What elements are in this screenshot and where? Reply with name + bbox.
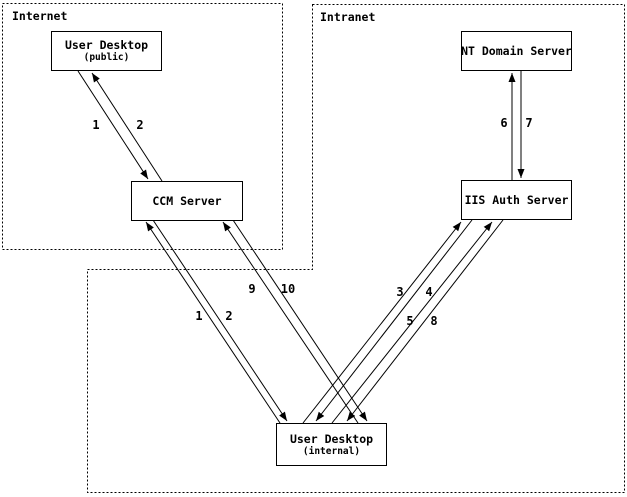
node-ccm-server: CCM Server — [131, 181, 243, 221]
arrow-step10-ccm-to-internal-desktop — [232, 219, 368, 422]
step-label-4: 4 — [425, 285, 433, 299]
node-title: User Desktop — [289, 431, 374, 446]
node-subtitle: (internal) — [302, 445, 361, 457]
node-title: CCM Server — [152, 193, 222, 208]
step-label-5: 5 — [406, 314, 414, 328]
arrow-step5-internal-desktop-to-iis — [331, 221, 493, 424]
arrow-step1-internal-desktop-to-ccm — [145, 221, 281, 424]
intranet-zone-border — [87, 4, 625, 493]
arrow-step1-public-desktop-to-ccm — [77, 70, 149, 180]
step-label-9: 9 — [248, 282, 256, 296]
arrow-step4-iis-to-internal-desktop — [315, 219, 473, 422]
step-label-1-public-ccm: 1 — [92, 118, 100, 132]
node-title: User Desktop — [64, 38, 149, 52]
node-iis-auth-server: IIS Auth Server — [461, 180, 572, 220]
node-user-desktop-public: User Desktop (public) — [51, 31, 162, 71]
step-label-1-internal-ccm: 1 — [195, 309, 203, 323]
internet-zone-label: Internet — [12, 9, 68, 23]
arrow-step3-internal-desktop-to-iis — [302, 221, 462, 424]
arrow-step2-ccm-to-public-desktop — [91, 72, 163, 182]
node-user-desktop-internal: User Desktop (internal) — [276, 423, 387, 466]
step-label-7: 7 — [525, 116, 533, 130]
arrow-step8-iis-to-internal-desktop — [346, 219, 504, 422]
step-label-3: 3 — [396, 285, 404, 299]
node-title: IIS Auth Server — [464, 192, 569, 207]
step-label-6: 6 — [500, 116, 508, 130]
arrow-step9-internal-desktop-to-ccm — [222, 221, 359, 424]
intranet-zone-label: Intranet — [320, 10, 376, 24]
step-label-10: 10 — [280, 282, 296, 296]
node-title: NT Domain Server — [461, 43, 572, 58]
node-nt-domain-server: NT Domain Server — [461, 31, 572, 71]
step-label-8: 8 — [430, 314, 438, 328]
arrow-step2-ccm-to-internal-desktop — [152, 219, 288, 422]
step-label-2-internal-ccm: 2 — [225, 309, 233, 323]
internet-zone-border — [2, 3, 283, 250]
step-label-2-public-ccm: 2 — [136, 118, 144, 132]
node-subtitle: (public) — [83, 52, 130, 63]
